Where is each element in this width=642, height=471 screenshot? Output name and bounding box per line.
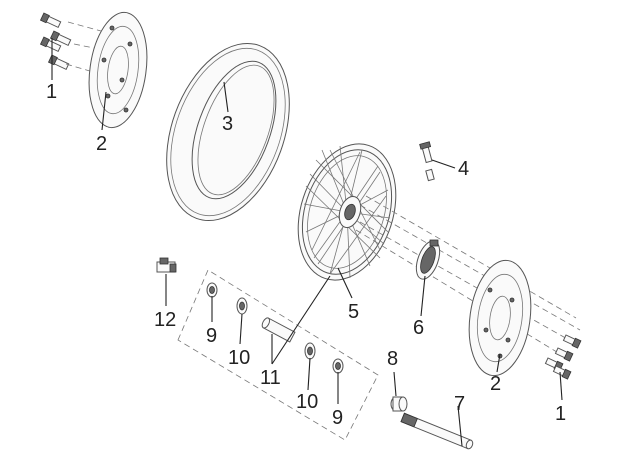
axle-collar bbox=[390, 396, 408, 412]
callout-10-left: 10 bbox=[228, 347, 250, 369]
axle-guide-lines bbox=[355, 195, 581, 361]
callout-6: 6 bbox=[413, 317, 424, 339]
callout-2-bottom: 2 bbox=[490, 373, 501, 395]
wheel-rim bbox=[297, 143, 397, 281]
brake-disc-top bbox=[88, 11, 148, 129]
callout-9-left: 9 bbox=[206, 325, 217, 347]
callout-12: 12 bbox=[154, 309, 176, 331]
callout-8: 8 bbox=[387, 348, 398, 370]
bolt-group-bottom-right bbox=[544, 334, 582, 380]
leader-lines bbox=[51, 38, 563, 447]
callout-3: 3 bbox=[222, 113, 233, 135]
callout-4: 4 bbox=[458, 158, 469, 180]
sensor-block bbox=[156, 257, 177, 273]
callout-1-top: 1 bbox=[46, 81, 57, 103]
callout-9-right: 9 bbox=[332, 407, 343, 429]
brake-disc-bottom bbox=[468, 259, 532, 377]
tire bbox=[166, 42, 290, 222]
axle bbox=[400, 412, 474, 450]
callout-11: 11 bbox=[260, 367, 281, 389]
callout-labels: 1 2 3 4 5 6 7 8 9 10 11 10 9 12 2 1 bbox=[46, 81, 566, 429]
sensor-ring bbox=[415, 239, 441, 280]
callout-10-right: 10 bbox=[296, 391, 318, 413]
bolt-group-top-left bbox=[39, 12, 113, 75]
callout-2-top: 2 bbox=[96, 133, 107, 155]
valve bbox=[419, 141, 435, 182]
bearing-kit-box bbox=[177, 269, 379, 441]
callout-5: 5 bbox=[348, 301, 359, 323]
callout-1-bottom: 1 bbox=[555, 403, 566, 425]
callout-7: 7 bbox=[454, 393, 465, 415]
